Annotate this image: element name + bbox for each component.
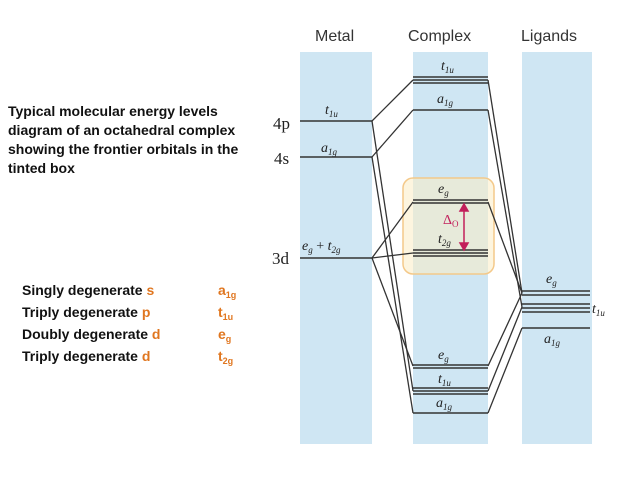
metal-d-label: eg + t2g <box>302 239 341 255</box>
complex-a1g-top-label: a1g <box>437 92 454 108</box>
complex-eg-bottom-label: eg <box>438 348 449 364</box>
metal-header: Metal <box>315 28 355 45</box>
correlation-lines <box>371 79 523 414</box>
complex-t1u-top-label: t1u <box>441 59 454 75</box>
legend-desc: Doubly degenerate <box>22 326 152 342</box>
metal-orbital-3d: 3d <box>272 249 290 268</box>
complex-levels <box>413 76 488 414</box>
legend-letter: s <box>146 282 155 298</box>
complex-t1u-bottom-label: t1u <box>438 372 451 388</box>
legend-desc: Singly degenerate <box>22 282 147 298</box>
legend-symbol: eg <box>218 326 232 344</box>
complex-t2g-label: t2g <box>438 232 451 248</box>
legend-symbol: a1g <box>218 282 237 300</box>
complex-a1g-bottom-label: a1g <box>436 396 453 412</box>
ligands-header: Ligands <box>521 28 578 45</box>
metal-column <box>300 52 372 444</box>
metal-t1u-label: t1u <box>325 103 338 119</box>
metal-levels <box>300 120 372 259</box>
ligands-column <box>522 52 592 444</box>
degeneracy-legend: Singly degenerate s a1g Triply degenerat… <box>22 279 236 367</box>
delta-o-label: ΔO <box>443 213 459 229</box>
legend-desc: Triply degenerate <box>22 304 142 320</box>
legend-row: Singly degenerate s a1g <box>22 279 236 301</box>
metal-a1g-label: a1g <box>321 141 338 157</box>
ligand-eg-label: eg <box>546 272 557 288</box>
legend-row: Triply degenerate p t1u <box>22 301 236 323</box>
metal-orbital-4p: 4p <box>273 114 290 133</box>
ligand-levels <box>522 290 590 329</box>
legend-symbol: t1u <box>218 304 234 322</box>
complex-eg-top-label: eg <box>438 182 449 198</box>
legend-symbol: t2g <box>218 348 234 366</box>
complex-header: Complex <box>408 28 472 45</box>
diagram-caption: Typical molecular energy levels diagram … <box>8 103 239 176</box>
ligand-t1u-label: t1u <box>592 302 605 318</box>
legend-letter: d <box>151 326 161 342</box>
legend-row: Triply degenerate d t2g <box>22 345 236 367</box>
legend-row: Doubly degenerate d eg <box>22 323 236 345</box>
legend-letter: d <box>141 348 151 364</box>
legend-letter: p <box>141 304 151 320</box>
metal-orbital-4s: 4s <box>274 149 289 168</box>
legend-desc: Triply degenerate <box>22 348 142 364</box>
ligand-a1g-label: a1g <box>544 332 561 348</box>
delta-arrow <box>458 202 470 252</box>
